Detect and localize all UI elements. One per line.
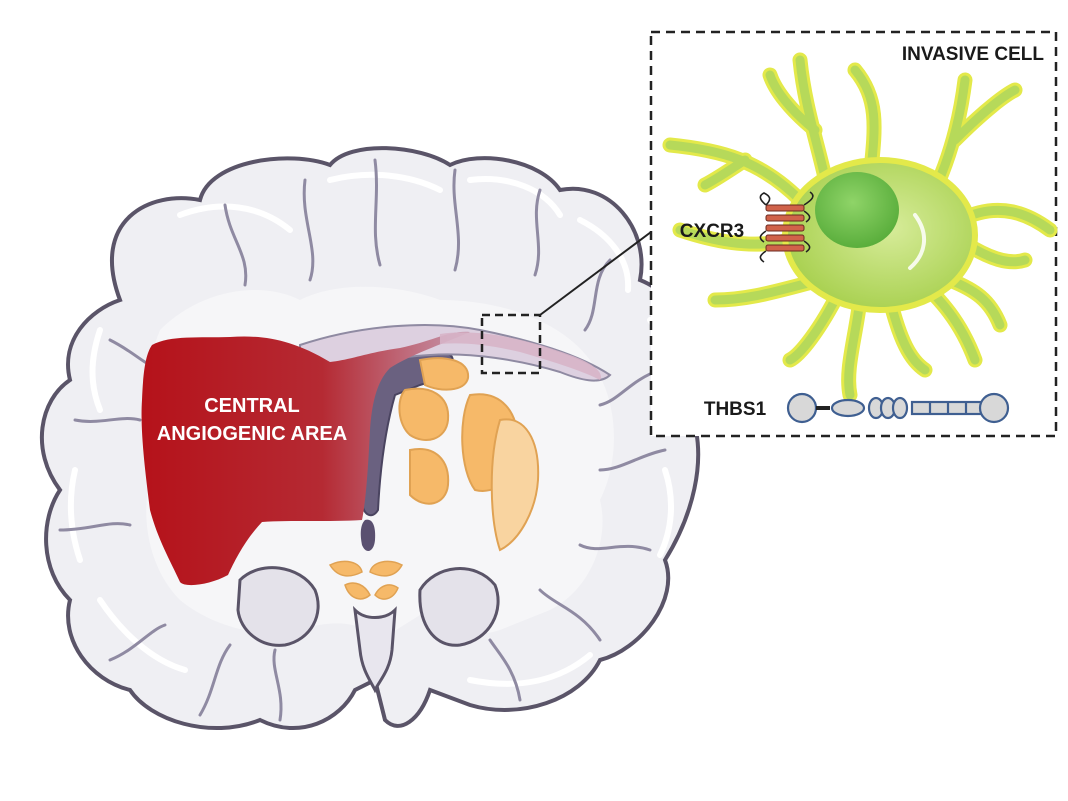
cell-nucleus — [815, 172, 899, 248]
tumor-extension — [440, 332, 601, 380]
basal-ganglia — [398, 357, 540, 552]
tumor-label-line1: CENTRAL — [204, 395, 300, 417]
sulci — [58, 158, 667, 722]
cxcr3-label: CXCR3 — [680, 221, 744, 242]
temporal-lobes — [236, 566, 500, 647]
thalamus — [328, 560, 404, 600]
inset-panel: INVASIVE CELL — [649, 30, 1058, 438]
zoom-region-box — [480, 313, 542, 375]
cell-highlight — [908, 213, 927, 270]
thbs1-label: THBS1 — [704, 399, 767, 420]
zoom-connector-top — [539, 231, 652, 316]
tumor-label-line2: ANGIOGENIC AREA — [157, 423, 347, 445]
brain-section — [39, 146, 701, 730]
tumor-shape — [141, 331, 470, 586]
zoom-callout — [480, 231, 652, 375]
tumor-area: CENTRAL ANGIOGENIC AREA — [141, 331, 601, 586]
cxcr3-receptor-icon — [759, 191, 814, 263]
brain-stem — [352, 605, 397, 694]
thbs1-protein-icon — [786, 392, 1010, 424]
third-ventricle — [360, 519, 376, 552]
inset-title: INVASIVE CELL — [902, 44, 1045, 65]
invasive-cell — [662, 52, 1058, 403]
